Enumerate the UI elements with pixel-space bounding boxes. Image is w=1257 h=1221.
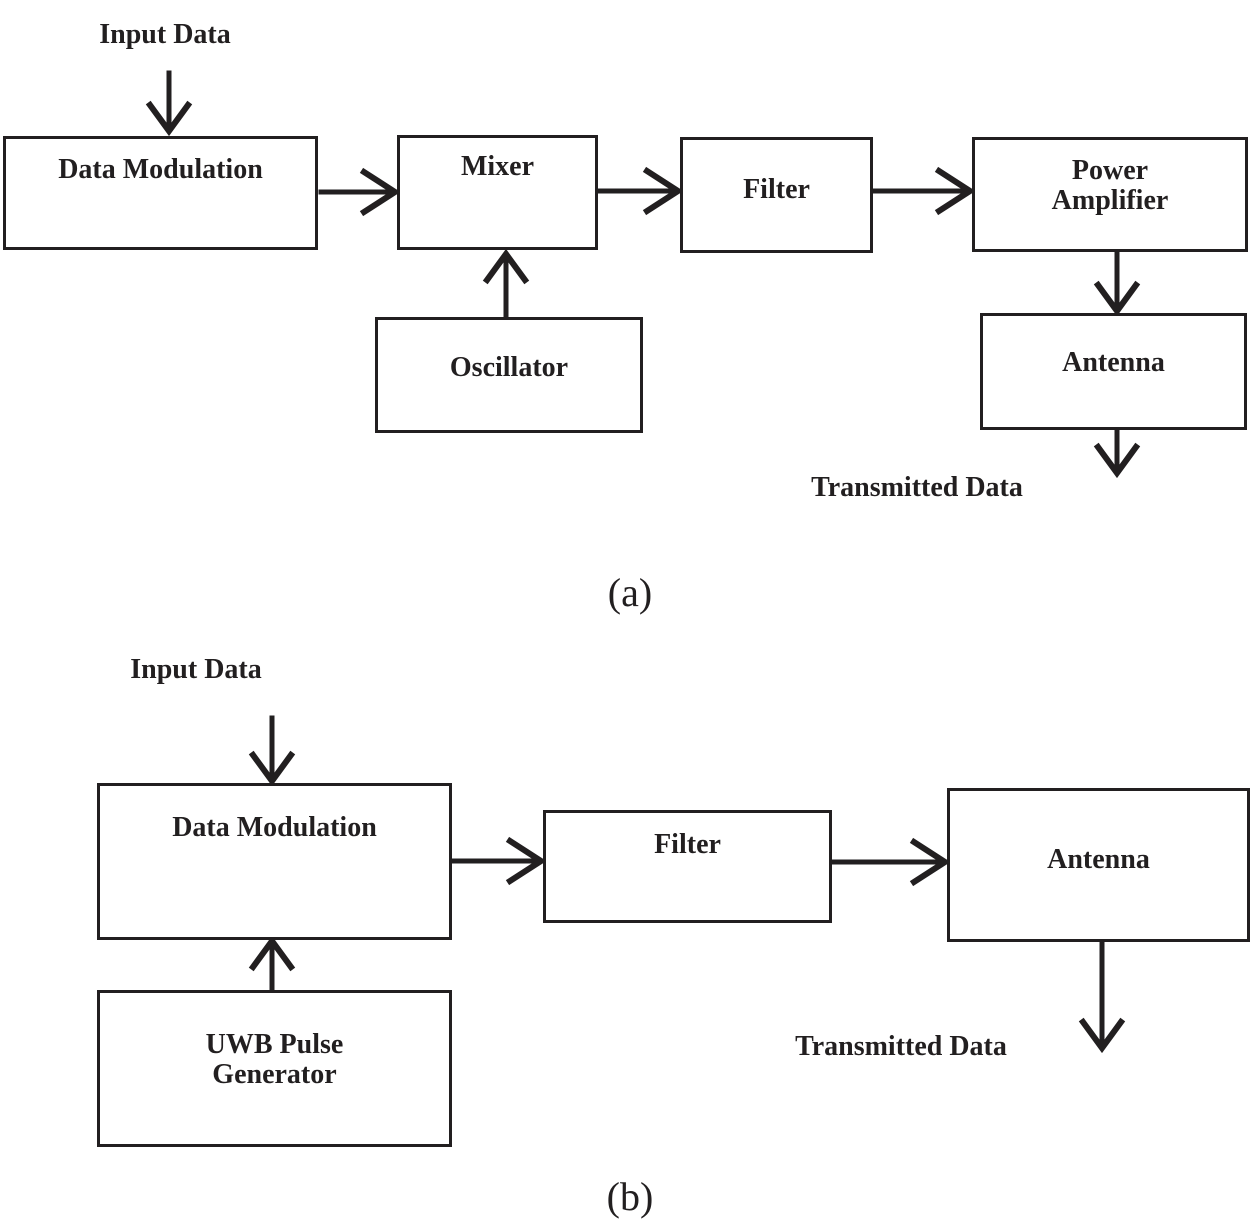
block-data-modulation-a: Data Modulation (3, 136, 318, 250)
arrow-filter-to-antenna-b (831, 837, 951, 887)
arrow-input-data-to-data-modulation-a (145, 70, 193, 137)
transmitted-data-label-a: Transmitted Data (811, 472, 1023, 503)
arrow-power-amplifier-to-antenna-a (1093, 251, 1141, 317)
input-data-label-b: Input Data (130, 654, 262, 685)
arrow-antenna-to-transmitted-data-b (1078, 940, 1126, 1054)
panel-caption-b: (b) (606, 1174, 654, 1219)
block-label-filter-a: Filter (743, 174, 810, 205)
block-label-data-modulation-b: Data Modulation (172, 812, 377, 843)
arrow-input-data-to-data-modulation-b (248, 715, 296, 787)
block-label-antenna-a: Antenna (1062, 347, 1165, 378)
block-label-power-amplifier-line2-a: Amplifier (1051, 185, 1169, 216)
block-antenna-b: Antenna (947, 788, 1250, 942)
block-label-oscillator-a: Oscillator (449, 352, 569, 383)
block-data-modulation-b: Data Modulation (97, 783, 452, 940)
arrow-oscillator-to-mixer-a (482, 248, 530, 319)
arrow-mixer-to-filter-a (597, 166, 684, 216)
block-oscillator-a: Oscillator (375, 317, 643, 433)
panel-caption-a: (a) (607, 570, 653, 615)
block-mixer-a: Mixer (397, 135, 598, 250)
block-uwb-pulse-generator-b: UWB Pulse Generator (97, 990, 452, 1147)
block-label-filter-b: Filter (654, 829, 721, 860)
block-power-amplifier-a: Power Amplifier (972, 137, 1248, 252)
transmitted-data-label-b: Transmitted Data (795, 1031, 1007, 1062)
input-data-label-a: Input Data (99, 19, 231, 50)
block-filter-a: Filter (680, 137, 873, 253)
arrow-data-modulation-to-mixer-a (318, 167, 401, 217)
block-antenna-a: Antenna (980, 313, 1247, 430)
arrow-antenna-to-transmitted-data-a (1093, 429, 1141, 479)
block-filter-b: Filter (543, 810, 832, 923)
block-label-uwb-pulse-generator-line2-b: Generator (212, 1059, 337, 1090)
block-label-data-modulation-a: Data Modulation (58, 154, 263, 185)
block-label-power-amplifier-line1-a: Power (1071, 155, 1149, 186)
arrow-data-modulation-to-filter-b (450, 836, 547, 886)
block-label-uwb-pulse-generator-line1-b: UWB Pulse (205, 1029, 344, 1060)
block-label-antenna-b: Antenna (1047, 844, 1150, 875)
arrow-uwb-pulse-generator-to-data-modulation-b (248, 935, 296, 992)
arrow-filter-to-power-amplifier-a (872, 166, 976, 216)
block-label-mixer-a: Mixer (460, 151, 535, 182)
